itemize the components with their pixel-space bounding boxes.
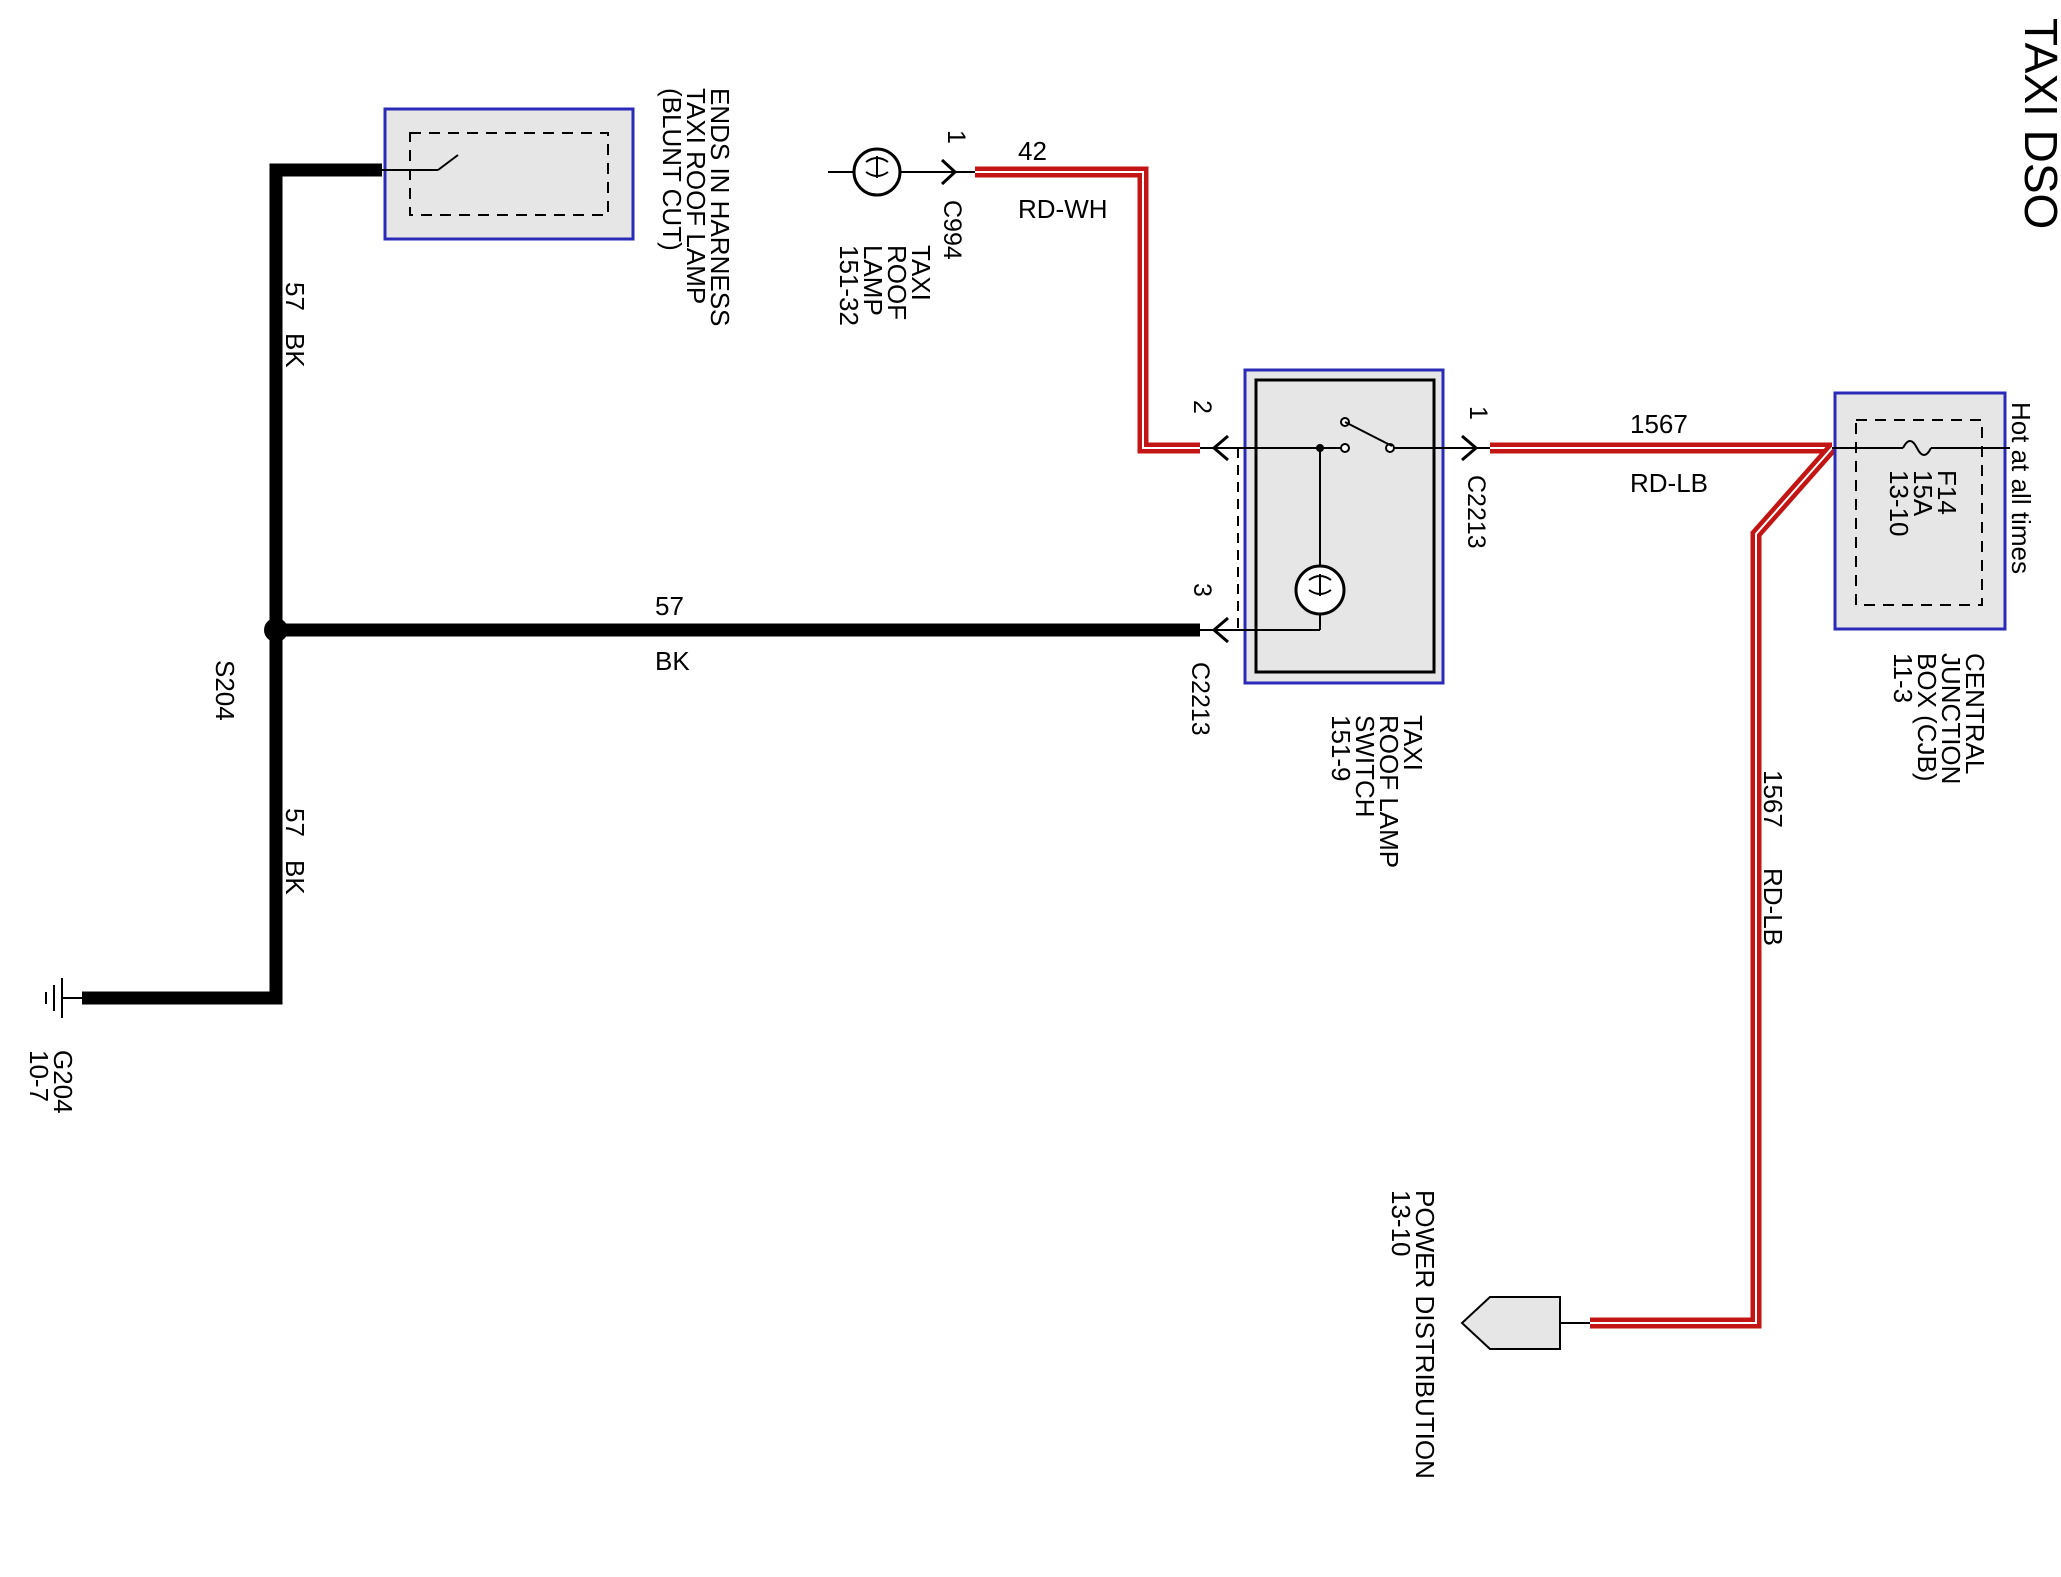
- wire-1567-right-circuit: 1567: [1758, 770, 1788, 828]
- switch-label: TAXI ROOF LAMP SWITCH 151-9: [1326, 715, 1428, 875]
- switch-pin-2: 2: [1188, 400, 1216, 414]
- c2213-top-label: C2213: [1462, 475, 1490, 549]
- wire-57-upper-color: BK: [280, 333, 310, 368]
- cjb-component: [1832, 391, 2010, 631]
- power-distribution-label: POWER DISTRIBUTION 13-10: [1386, 1190, 1440, 1486]
- fuse-icon: [1902, 440, 1932, 456]
- wire-57-lower: [82, 630, 283, 1005]
- wire-57-mid-color: BK: [655, 646, 690, 676]
- blunt-cut-label: ENDS IN HARNESS TAXI ROOF LAMP (BLUNT CU…: [657, 88, 735, 334]
- c2213-pin1-terminal: [1461, 434, 1479, 462]
- c2213-pin2-terminal: [1211, 434, 1229, 462]
- wire-57-upper-circuit: 57: [280, 282, 310, 311]
- splice-s204-dot: [264, 618, 288, 642]
- switch-icon: [1344, 421, 1393, 447]
- diagram-title: TAXI DSO: [2015, 18, 2061, 229]
- ground-label: G204 10-7: [24, 1050, 78, 1121]
- ground-wiring: [82, 163, 1200, 1005]
- power-distribution-component: [1460, 1296, 1590, 1350]
- c994-label: C994: [938, 200, 966, 260]
- wire-57-lower-color: BK: [280, 860, 310, 895]
- switch-pin-1: 1: [1464, 406, 1492, 420]
- wire-42-color: RD-WH: [1018, 194, 1108, 224]
- wire-1567-top-color: RD-LB: [1630, 468, 1708, 498]
- cjb-label: CENTRAL JUNCTION BOX (CJB) 11-3: [1888, 653, 1990, 792]
- wire-1567-right: [1590, 444, 1837, 1329]
- c2213-pin3-terminal: [1211, 616, 1229, 644]
- blunt-cut-component: [382, 107, 635, 241]
- ground-icon: [45, 978, 82, 1018]
- wire-1567-top-circuit: 1567: [1630, 409, 1688, 439]
- red-wiring: [975, 166, 1837, 1329]
- wire-42-circuit: 42: [1018, 136, 1047, 166]
- switch-pin-3: 3: [1188, 583, 1216, 597]
- hot-at-all-times-label: Hot at all times: [2006, 402, 2036, 574]
- splice-s204-label: S204: [210, 660, 240, 721]
- roof-lamp-label: TAXI ROOF LAMP 151-32: [834, 245, 936, 327]
- switch-component: [1200, 368, 1490, 685]
- c994-pin: 1: [942, 130, 970, 144]
- c994-terminal: [940, 158, 958, 186]
- power-distribution-connector: [1460, 1296, 1561, 1350]
- wire-57-upper: [269, 163, 382, 630]
- wire-1567-right-color: RD-LB: [1758, 868, 1788, 946]
- wire-57-lower-circuit: 57: [280, 808, 310, 837]
- roof-lamp-component: [828, 147, 975, 197]
- c2213-bottom-label: C2213: [1186, 662, 1214, 736]
- fuse-label: F14 15A 13-10: [1884, 470, 1962, 537]
- wire-57-mid-circuit: 57: [655, 591, 684, 621]
